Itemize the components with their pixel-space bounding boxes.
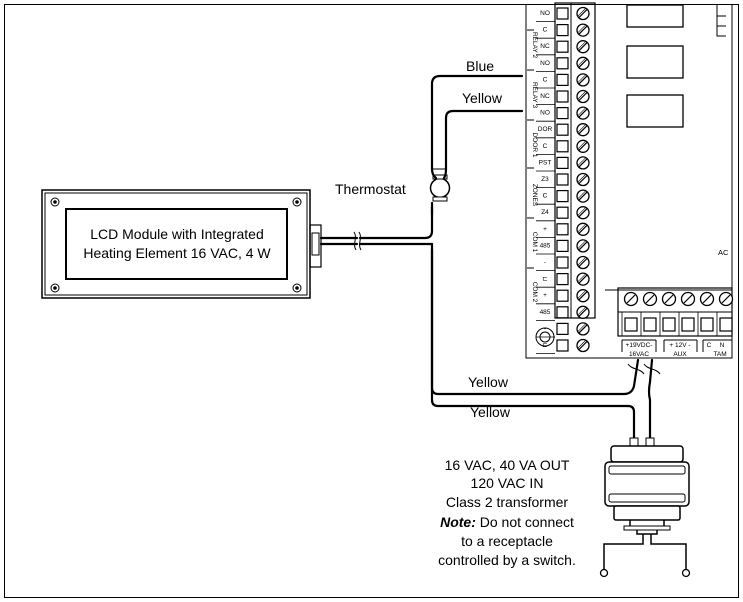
power-terminal bbox=[621, 291, 639, 336]
terminal: + bbox=[536, 222, 590, 238]
wire-label-yellow-relay: Yellow bbox=[462, 90, 503, 106]
relay-block bbox=[626, 4, 684, 28]
terminal: - bbox=[536, 322, 590, 338]
terminal-label: ⊏ bbox=[542, 276, 548, 283]
transformer bbox=[599, 437, 691, 578]
edge-text-ac: AC bbox=[718, 248, 729, 257]
transformer-line6: controlled by a switch. bbox=[438, 552, 576, 568]
power-terminal-labels: +19VDC- 16VAC + 12V - AUX C N TAM bbox=[621, 339, 732, 358]
power-terminal bbox=[659, 291, 677, 336]
terminal: 485 bbox=[536, 239, 590, 255]
transformer-description: 16 VAC, 40 VA OUT 120 VAC IN Class 2 tra… bbox=[438, 457, 576, 568]
terminal-label: NO bbox=[540, 60, 550, 67]
note-label: Note: bbox=[440, 514, 476, 530]
lcd-screw bbox=[292, 283, 302, 293]
group-label-zones: ZONES bbox=[531, 184, 538, 207]
relay-block bbox=[626, 45, 684, 79]
terminal-label: ⊏ bbox=[542, 342, 548, 349]
terminal-label: C bbox=[543, 143, 548, 150]
terminal-label-tamper: TAM bbox=[713, 351, 726, 358]
transformer-line3: Class 2 transformer bbox=[446, 494, 568, 510]
terminal: NO bbox=[536, 56, 590, 72]
terminal-label-19vdc: +19VDC- bbox=[626, 342, 653, 349]
lcd-label-line2: Heating Element 16 VAC, 4 W bbox=[83, 245, 271, 261]
group-label-com1: COM 1 bbox=[531, 232, 538, 253]
terminal: C bbox=[536, 189, 590, 205]
note-text: Do not connect bbox=[476, 514, 574, 530]
thermostat bbox=[429, 174, 451, 216]
terminal-label-16vac: 16VAC bbox=[629, 351, 649, 358]
lcd-screw bbox=[50, 283, 60, 293]
terminal: NO bbox=[536, 106, 590, 122]
terminal-label: C bbox=[543, 27, 548, 34]
terminal-label: Z4 bbox=[541, 209, 549, 216]
terminal: NC bbox=[536, 89, 590, 105]
wire-label-yellow-lower: Yellow bbox=[470, 404, 511, 420]
relay-block bbox=[626, 94, 684, 128]
terminal-label-c: C bbox=[707, 342, 712, 349]
terminal-group-labels: RELAY 2 RELAY 3 DOOR 1 ZONES COM 1 COM 2 bbox=[527, 29, 538, 303]
terminal-label: + bbox=[543, 292, 547, 299]
terminal: Z4 bbox=[536, 206, 590, 222]
transformer-line1: 16 VAC, 40 VA OUT bbox=[445, 457, 570, 473]
power-terminal bbox=[697, 291, 715, 336]
terminal-label: NC bbox=[540, 43, 550, 50]
terminal-label: C bbox=[543, 76, 548, 83]
power-terminal bbox=[678, 291, 696, 336]
terminal-label-n: N bbox=[720, 342, 725, 349]
terminal-label: - bbox=[544, 259, 546, 266]
terminal: C bbox=[536, 23, 590, 39]
power-terminal bbox=[716, 291, 734, 336]
lcd-connector bbox=[309, 224, 322, 268]
terminal: - bbox=[536, 255, 590, 272]
wire-label-blue: Blue bbox=[466, 58, 494, 74]
terminal-label: C bbox=[543, 193, 548, 200]
power-terminal-block bbox=[617, 287, 734, 337]
terminal-label: + bbox=[543, 226, 547, 233]
lcd-screw bbox=[292, 197, 302, 207]
thermostat-label: Thermostat bbox=[335, 181, 406, 197]
terminal: ⊏ bbox=[536, 338, 590, 355]
terminal: PST bbox=[536, 156, 590, 172]
terminal: NO bbox=[536, 6, 590, 23]
terminal: NC bbox=[536, 40, 590, 56]
terminal-label: DOR bbox=[538, 126, 553, 133]
terminal-label: NO bbox=[540, 110, 550, 117]
terminal: 485 bbox=[536, 305, 590, 321]
terminal: DOR bbox=[536, 123, 590, 139]
terminal-label: NO bbox=[540, 10, 550, 17]
terminal: ⊏ bbox=[536, 272, 590, 288]
terminal: C bbox=[536, 139, 590, 155]
terminal: + bbox=[536, 289, 590, 305]
wire-label-yellow-upper: Yellow bbox=[468, 374, 509, 390]
transformer-line5: to a receptacle bbox=[461, 533, 553, 549]
lcd-screw bbox=[50, 197, 60, 207]
terminal-label: Z3 bbox=[541, 176, 549, 183]
lcd-label-line1: LCD Module with Integrated bbox=[90, 226, 264, 242]
terminal-label: NC bbox=[540, 93, 550, 100]
terminal-label-12v: + 12V - bbox=[669, 342, 690, 349]
terminal-label-aux: AUX bbox=[673, 351, 687, 358]
terminal-label: PST bbox=[539, 159, 552, 166]
lcd-module: LCD Module with Integrated Heating Eleme… bbox=[41, 189, 322, 299]
group-label-relay3: RELAY 3 bbox=[531, 82, 538, 109]
wiring bbox=[319, 74, 661, 442]
terminal: Z3 bbox=[536, 172, 590, 189]
terminal-label: 485 bbox=[540, 309, 551, 316]
group-label-relay2: RELAY 2 bbox=[531, 32, 538, 59]
transformer-line2: 120 VAC IN bbox=[471, 475, 544, 491]
terminal: C bbox=[536, 73, 590, 89]
terminal-label: 485 bbox=[540, 242, 551, 249]
diagram-border bbox=[4, 4, 739, 598]
group-label-door1: DOOR 1 bbox=[531, 133, 538, 158]
power-terminal bbox=[640, 291, 658, 336]
group-label-com2: COM 2 bbox=[531, 282, 538, 303]
terminal-label: - bbox=[544, 325, 546, 332]
transformer-note: Note: Do not connect bbox=[440, 514, 574, 530]
